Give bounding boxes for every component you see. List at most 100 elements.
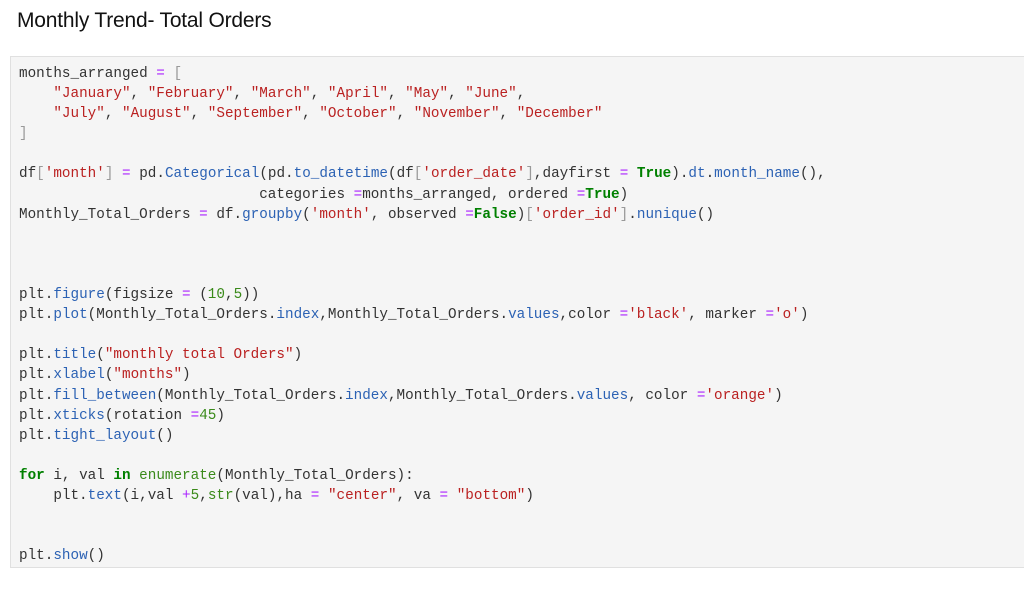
code-token: ] — [19, 126, 28, 143]
code-token: (figsize — [104, 287, 183, 304]
code-token: "March" — [250, 86, 311, 103]
code-token: months_arranged — [19, 66, 157, 82]
code-editor[interactable]: months_arranged = [ "January", "February… — [19, 64, 826, 566]
code-token: title — [53, 347, 97, 364]
code-token: ) — [525, 487, 534, 504]
code-token — [19, 106, 53, 122]
code-line — [19, 144, 826, 164]
code-token: values — [508, 307, 560, 324]
code-token: ) — [293, 347, 303, 364]
code-token: , marker — [688, 307, 766, 324]
code-token: = — [465, 206, 474, 223]
code-token: index — [345, 387, 388, 404]
code-token: plt. — [19, 387, 54, 404]
code-line: ] — [19, 124, 826, 144]
code-token: = — [199, 206, 208, 223]
code-line: plt.text(i,val +5,str(val),ha = "center"… — [19, 486, 826, 506]
code-token: df. — [207, 206, 243, 223]
code-line: plt.plot(Monthly_Total_Orders.index,Mont… — [19, 305, 826, 325]
code-token: plt. — [19, 407, 54, 424]
code-line: plt.figure(figsize = (10,5)) — [19, 285, 826, 305]
code-line: categories =months_arranged, ordered =Tr… — [19, 185, 826, 205]
code-token: True — [636, 166, 672, 183]
code-token — [131, 468, 140, 484]
code-token: plt. — [19, 487, 88, 504]
code-token: () — [156, 427, 174, 444]
code-token: "July" — [53, 106, 105, 123]
code-token — [448, 488, 457, 504]
code-token: [ — [36, 166, 45, 183]
code-token: ) — [799, 307, 809, 324]
code-token: = — [122, 166, 131, 183]
code-token: () — [696, 206, 715, 223]
code-token: , — [224, 287, 234, 304]
code-token: in — [113, 467, 131, 484]
code-token: month_name — [714, 166, 800, 183]
code-token: , va — [396, 487, 440, 504]
code-token: text — [87, 487, 122, 504]
code-token: plot — [53, 307, 88, 324]
code-token: (pd. — [259, 166, 294, 183]
code-token: = — [190, 407, 200, 424]
code-token: ) — [216, 407, 225, 424]
code-token: , — [516, 86, 526, 103]
code-token: figure — [53, 287, 105, 304]
code-token: ,color — [559, 307, 620, 324]
code-token: , observed — [370, 206, 466, 223]
code-token: plt. — [19, 427, 54, 444]
code-token: (Monthly_Total_Orders. — [156, 387, 346, 404]
code-token: = — [353, 186, 363, 203]
code-token: plt. — [19, 367, 54, 384]
code-token: pd. — [130, 166, 165, 183]
code-token — [628, 166, 637, 182]
code-token: for — [19, 467, 45, 484]
code-token: () — [87, 548, 105, 565]
code-token: (Monthly_Total_Orders. — [87, 307, 277, 324]
section-heading: Monthly Trend- Total Orders — [17, 9, 272, 32]
code-token: , — [396, 106, 414, 123]
code-token: plt. — [19, 287, 54, 304]
code-token: ) — [619, 186, 629, 203]
code-token: 'orange' — [705, 387, 775, 404]
code-token: 45 — [199, 407, 217, 424]
code-token: . — [705, 166, 715, 183]
code-token: categories — [19, 186, 354, 203]
code-line — [19, 225, 826, 245]
code-token: df — [19, 166, 37, 183]
code-line — [19, 325, 826, 345]
code-token: 5 — [190, 487, 200, 504]
code-token: Categorical — [164, 166, 260, 183]
code-token: tight_layout — [53, 427, 157, 444]
code-token: , — [310, 86, 328, 103]
code-token: , — [190, 106, 208, 123]
code-token: ( — [104, 367, 114, 384]
code-token: ,dayfirst — [533, 166, 620, 183]
code-token: ) — [774, 387, 783, 404]
code-token: False — [473, 206, 517, 223]
code-line: plt.tight_layout() — [19, 426, 826, 446]
code-token: = — [439, 487, 449, 504]
code-token: "April" — [327, 86, 388, 103]
code-token: [ — [173, 66, 183, 82]
code-token: , — [233, 86, 251, 103]
code-token: , — [199, 487, 208, 504]
code-token: 'order_date' — [422, 166, 526, 183]
code-token: ] — [619, 206, 629, 223]
code-token: , — [302, 106, 320, 123]
code-token: nunique — [636, 206, 697, 223]
code-token: "February" — [147, 86, 234, 103]
code-token: , — [104, 106, 122, 123]
code-token: (val),ha — [233, 487, 311, 504]
code-line: for i, val in enumerate(Monthly_Total_Or… — [19, 466, 826, 486]
code-token: ] — [104, 166, 114, 183]
code-cell[interactable]: months_arranged = [ "January", "February… — [10, 56, 1024, 568]
code-token: (Monthly_Total_Orders): — [216, 467, 414, 484]
code-line: plt.title("monthly total Orders") — [19, 345, 826, 365]
code-token: = — [576, 186, 586, 203]
code-token: plt. — [19, 548, 54, 565]
code-token: 'month' — [310, 206, 371, 223]
code-token: i, val — [44, 467, 114, 484]
code-token: (df — [388, 166, 414, 183]
code-token: ) — [182, 367, 191, 384]
code-line: plt.xlabel("months") — [19, 365, 826, 385]
